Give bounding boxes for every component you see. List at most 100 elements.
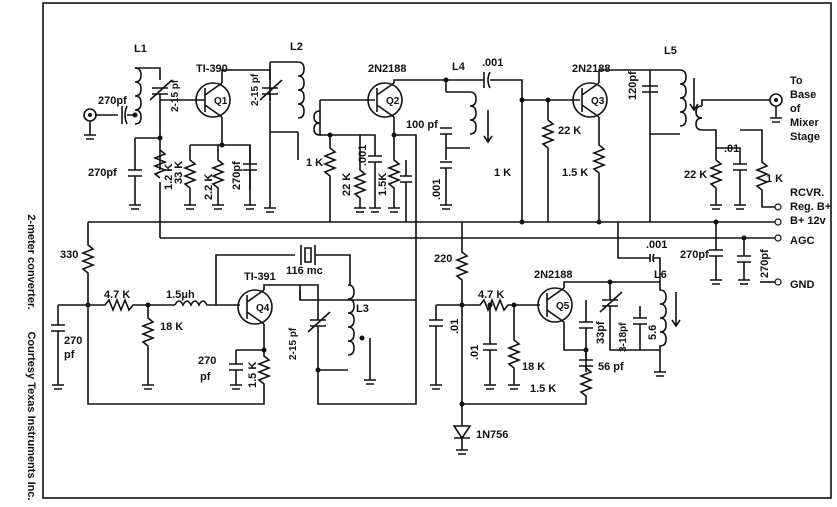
capacitor-001-l4 (480, 71, 523, 222)
q3-type: 2N2188 (572, 63, 611, 75)
capacitor-01-q5b (483, 305, 497, 390)
resistor-22k-q3 (540, 100, 556, 222)
resistor-22k-l5 (708, 148, 724, 210)
c270-agc2-label: 270pf (759, 249, 771, 278)
l2-label: L2 (290, 41, 303, 53)
caption-credit: Courtesy Texas Instruments Inc. (25, 331, 37, 500)
resistor-1-5k-q2 (386, 135, 402, 213)
choke-1-5uh (174, 300, 240, 307)
r47k-q4-label: 4.7 K (104, 289, 130, 301)
trim1-label: 2-15 pf (170, 79, 181, 112)
input-capacitor (96, 105, 135, 125)
capacitor-270-agc (709, 222, 723, 285)
c001-q2-label: .001 (357, 145, 369, 166)
resistor-18k-q4 (140, 305, 156, 390)
l1-label: L1 (134, 43, 147, 55)
q4-type: TI-391 (244, 271, 276, 283)
capacitor-100pf (440, 127, 452, 210)
c270-q4-value: 270 (198, 355, 216, 367)
terminal-gnd (774, 278, 782, 286)
agc-label: AGC (790, 235, 815, 247)
capacitor-5-6 (633, 306, 647, 350)
inductor-l2 (297, 61, 305, 119)
c120pf-label: 120pf (627, 71, 639, 100)
choke-label: 1.5μh (166, 289, 195, 301)
l3-label: L3 (356, 303, 369, 315)
rcvr-label-3: B+ 12v (790, 215, 827, 227)
r47k-q5-label: 4.7 K (478, 289, 504, 301)
q1-type: TI-390 (196, 63, 228, 75)
q2-type: 2N2188 (368, 63, 407, 75)
c56pf-label: 56 pf (598, 361, 624, 373)
zener-diode (452, 420, 472, 455)
r330-label: 330 (60, 249, 78, 261)
caption-title: 2-meter converter. (25, 214, 37, 309)
inductor-l5 (650, 69, 687, 135)
r33k-label: 33 K (173, 161, 185, 184)
c-in-label: 270pf (98, 95, 127, 107)
r15k-q4-label: 1.5 K (247, 362, 259, 388)
inductor-l4 (445, 80, 477, 149)
resistor-220 (454, 222, 470, 305)
diode-label: 1N756 (476, 429, 508, 441)
trim-q4-label: 2-15 pf (288, 327, 299, 360)
trimmer-cap-q4 (300, 284, 348, 371)
resistor-1k-l5 (740, 129, 775, 208)
ground-symbol (84, 121, 96, 140)
capacitor-001-q2 (360, 134, 382, 213)
capacitor-001-l6 (617, 222, 661, 282)
c270-q4-unit: pf (200, 371, 211, 383)
c01-l5-label: .01 (724, 143, 739, 155)
capacitor-01-l5 (716, 147, 747, 210)
r12k-label: 1.2 K (163, 164, 175, 190)
c-l1-label: 270pf (88, 167, 117, 179)
q5-type: 2N2188 (534, 269, 573, 281)
l4-label: L4 (452, 61, 466, 73)
c318pf-label: 3-18pf (618, 322, 629, 352)
c56-label: 5.6 (647, 325, 659, 340)
q4-ref: Q4 (256, 303, 270, 314)
rcvr-label-2: Reg. B+ (790, 201, 831, 213)
out-label-5: Stage (790, 131, 820, 143)
r1k-q2-label: 1 K (306, 157, 323, 169)
transistor-q3 (572, 82, 608, 118)
r1k-l5-label: 1 K (766, 173, 783, 185)
r15k-q3-label: 1.5 K (562, 167, 588, 179)
junction-dots (85, 77, 747, 407)
capacitor-56pf (579, 350, 593, 372)
terminal-agc (774, 234, 782, 242)
r15k-q5-label: 1.5 K (530, 383, 556, 395)
q5-ref: Q5 (556, 301, 570, 312)
resistor-330 (80, 222, 96, 305)
resistor-18k-q5 (506, 305, 522, 390)
crystal-116mc (215, 245, 351, 305)
out-label-3: of (790, 103, 801, 115)
r22k-q2-label: 22 K (341, 173, 353, 196)
out-label-2: Base (790, 89, 816, 101)
c33pf-label: 33pf (595, 321, 607, 344)
diagram-frame (42, 2, 832, 499)
c01-q5a-label: .01 (449, 319, 461, 334)
c01-q5b-label: .01 (469, 345, 481, 360)
inductor-l3 (347, 284, 355, 356)
q2-ref: Q2 (386, 96, 400, 107)
rcvr-label-1: RCVR. (790, 187, 824, 199)
c100pf-label: 100 pf (406, 119, 438, 131)
trimmer-cap-1 (149, 79, 173, 101)
transistor-q5 (537, 287, 573, 323)
r15k-q2-label: 1.5K (377, 173, 389, 196)
resistor-2-2k (190, 144, 226, 210)
resistor-33k (182, 145, 198, 210)
r22k-q3-label: 22 K (558, 125, 581, 137)
terminal-rcvr (774, 203, 782, 211)
inductor-l5-secondary (695, 99, 770, 148)
r18k-q4-label: 18 K (160, 321, 183, 333)
capacitor-270-q1 (243, 145, 257, 210)
inductor-l1 (134, 67, 142, 125)
c001-q2b-label: .001 (431, 179, 443, 200)
q1-ref: Q1 (214, 96, 228, 107)
r18k-q5-label: 18 K (522, 361, 545, 373)
trimmer-cap-q5 (599, 282, 660, 351)
capacitor-270-l1 (128, 138, 142, 210)
